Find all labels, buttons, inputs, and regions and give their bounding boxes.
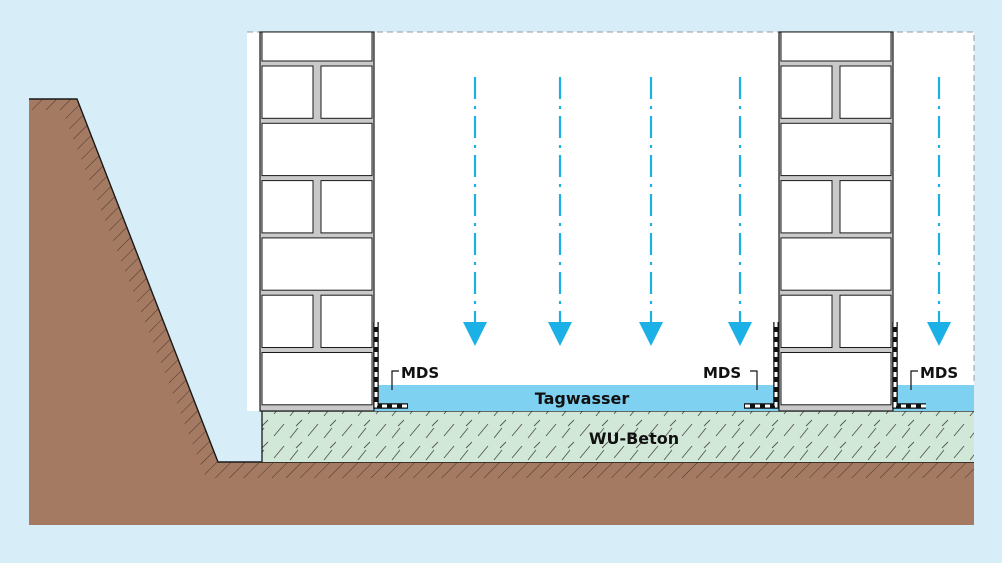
rain-arrow-icon	[639, 77, 663, 346]
wall-left	[259, 31, 375, 412]
rain-arrows	[463, 77, 951, 346]
brick	[839, 65, 892, 119]
brick	[839, 294, 892, 349]
masonry-walls	[259, 31, 894, 412]
brick	[261, 294, 314, 349]
brick	[780, 122, 892, 177]
brick	[839, 180, 892, 234]
concrete-slab	[261, 410, 974, 462]
label-water: Tagwasser	[535, 389, 630, 408]
wall-right	[778, 31, 894, 412]
brick	[261, 180, 314, 234]
rain-arrow-icon	[548, 77, 572, 346]
brick	[780, 352, 892, 406]
brick	[261, 65, 314, 119]
interior-dashed-border	[247, 31, 975, 385]
brick	[780, 237, 892, 291]
mds-leader-lines	[391, 370, 918, 390]
brick	[780, 65, 833, 119]
label-mds-left: MDS	[401, 364, 439, 382]
brick	[261, 237, 373, 291]
label-mds-right: MDS	[920, 364, 958, 382]
brick	[261, 352, 373, 406]
rain-arrow-icon	[728, 77, 752, 346]
mds-strip-right	[892, 322, 926, 409]
mds-strip-left	[373, 322, 408, 409]
brick	[780, 180, 833, 234]
brick	[261, 122, 373, 177]
label-mds-middle: MDS	[703, 364, 741, 382]
brick	[320, 180, 373, 234]
mds-strip-middle	[744, 322, 779, 409]
mds-membranes	[373, 322, 926, 409]
label-concrete: WU-Beton	[589, 429, 679, 448]
rain-arrow-icon	[463, 77, 487, 346]
brick	[780, 294, 833, 349]
brick	[320, 65, 373, 119]
rain-arrow-icon	[927, 77, 951, 346]
brick	[320, 294, 373, 349]
